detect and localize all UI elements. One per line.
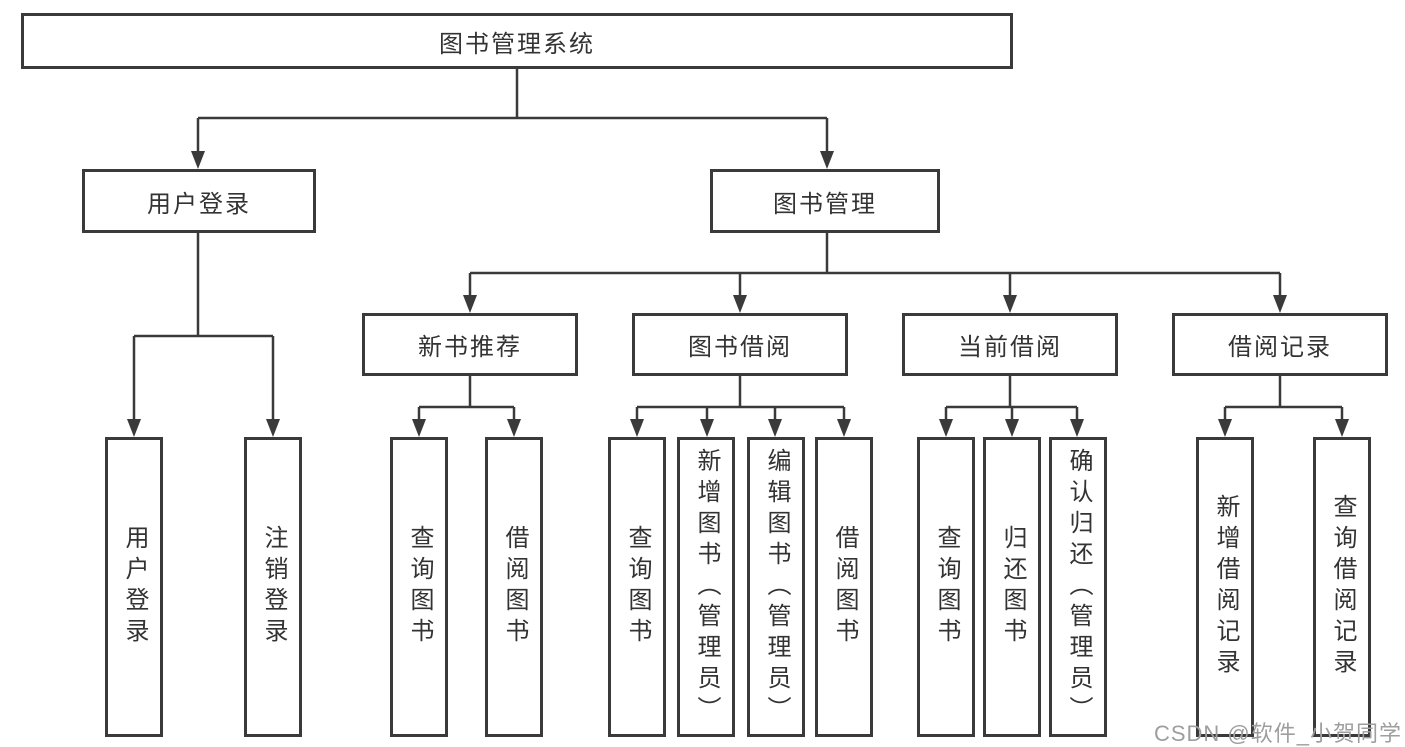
leaf-current-query: 查询图书 — [917, 437, 975, 737]
node-user-login: 用户登录 — [82, 169, 316, 233]
node-root: 图书管理系统 — [21, 13, 1013, 69]
arrowhead — [820, 151, 834, 169]
arrowhead — [1005, 419, 1019, 437]
leaf-newbook-borrow: 借阅图书 — [485, 437, 543, 737]
connector-root-to-level2 — [196, 69, 829, 153]
leaf-borrow-query: 查询图书 — [608, 437, 666, 737]
arrowhead — [1003, 295, 1017, 313]
arrowhead — [507, 419, 521, 437]
arrowhead — [700, 419, 714, 437]
leaf-records-add: 新增借阅记录 — [1196, 437, 1254, 737]
arrowhead — [1218, 419, 1232, 437]
leaf-logout: 注销登录 — [244, 437, 302, 737]
arrowhead — [266, 419, 280, 437]
node-new-book-recommend: 新书推荐 — [362, 313, 578, 376]
leaf-current-confirm-admin: 确认归还（管理员） — [1049, 437, 1107, 737]
node-borrow-records: 借阅记录 — [1172, 313, 1388, 376]
arrowheads — [127, 151, 1349, 437]
arrowhead — [1335, 419, 1349, 437]
node-book-management: 图书管理 — [710, 169, 940, 233]
node-current-borrow: 当前借阅 — [902, 313, 1118, 376]
connector-bookmgmt-to-level3 — [468, 233, 1282, 297]
connector-newbooks-to-leaves — [417, 376, 516, 421]
arrowhead — [939, 419, 953, 437]
arrowhead — [463, 295, 477, 313]
connector-bookborrow-to-leaves — [635, 376, 846, 421]
connector-records-to-leaves — [1223, 376, 1344, 421]
connector-userlogin-to-leaves — [132, 233, 275, 421]
csdn-watermark: CSDN @软件_小贺同学 — [1153, 721, 1402, 746]
leaf-records-query: 查询借阅记录 — [1313, 437, 1371, 737]
arrowhead — [127, 419, 141, 437]
arrowhead — [191, 151, 205, 169]
arrowhead — [733, 295, 747, 313]
arrowhead — [630, 419, 644, 437]
connector-currentborrow-to-leaves — [944, 376, 1079, 421]
arrowhead — [412, 419, 426, 437]
arrowhead — [768, 419, 782, 437]
leaf-borrow-edit-admin: 编辑图书（管理员） — [747, 437, 805, 737]
leaf-current-return: 归还图书 — [983, 437, 1041, 737]
leaf-borrow-borrow: 借阅图书 — [815, 437, 873, 737]
arrowhead — [837, 419, 851, 437]
leaf-borrow-add-admin: 新增图书（管理员） — [677, 437, 735, 737]
arrowhead — [1070, 419, 1084, 437]
leaf-user-login: 用户登录 — [105, 437, 163, 737]
leaf-newbook-query: 查询图书 — [390, 437, 448, 737]
arrowhead — [1273, 295, 1287, 313]
node-book-borrow: 图书借阅 — [632, 313, 848, 376]
